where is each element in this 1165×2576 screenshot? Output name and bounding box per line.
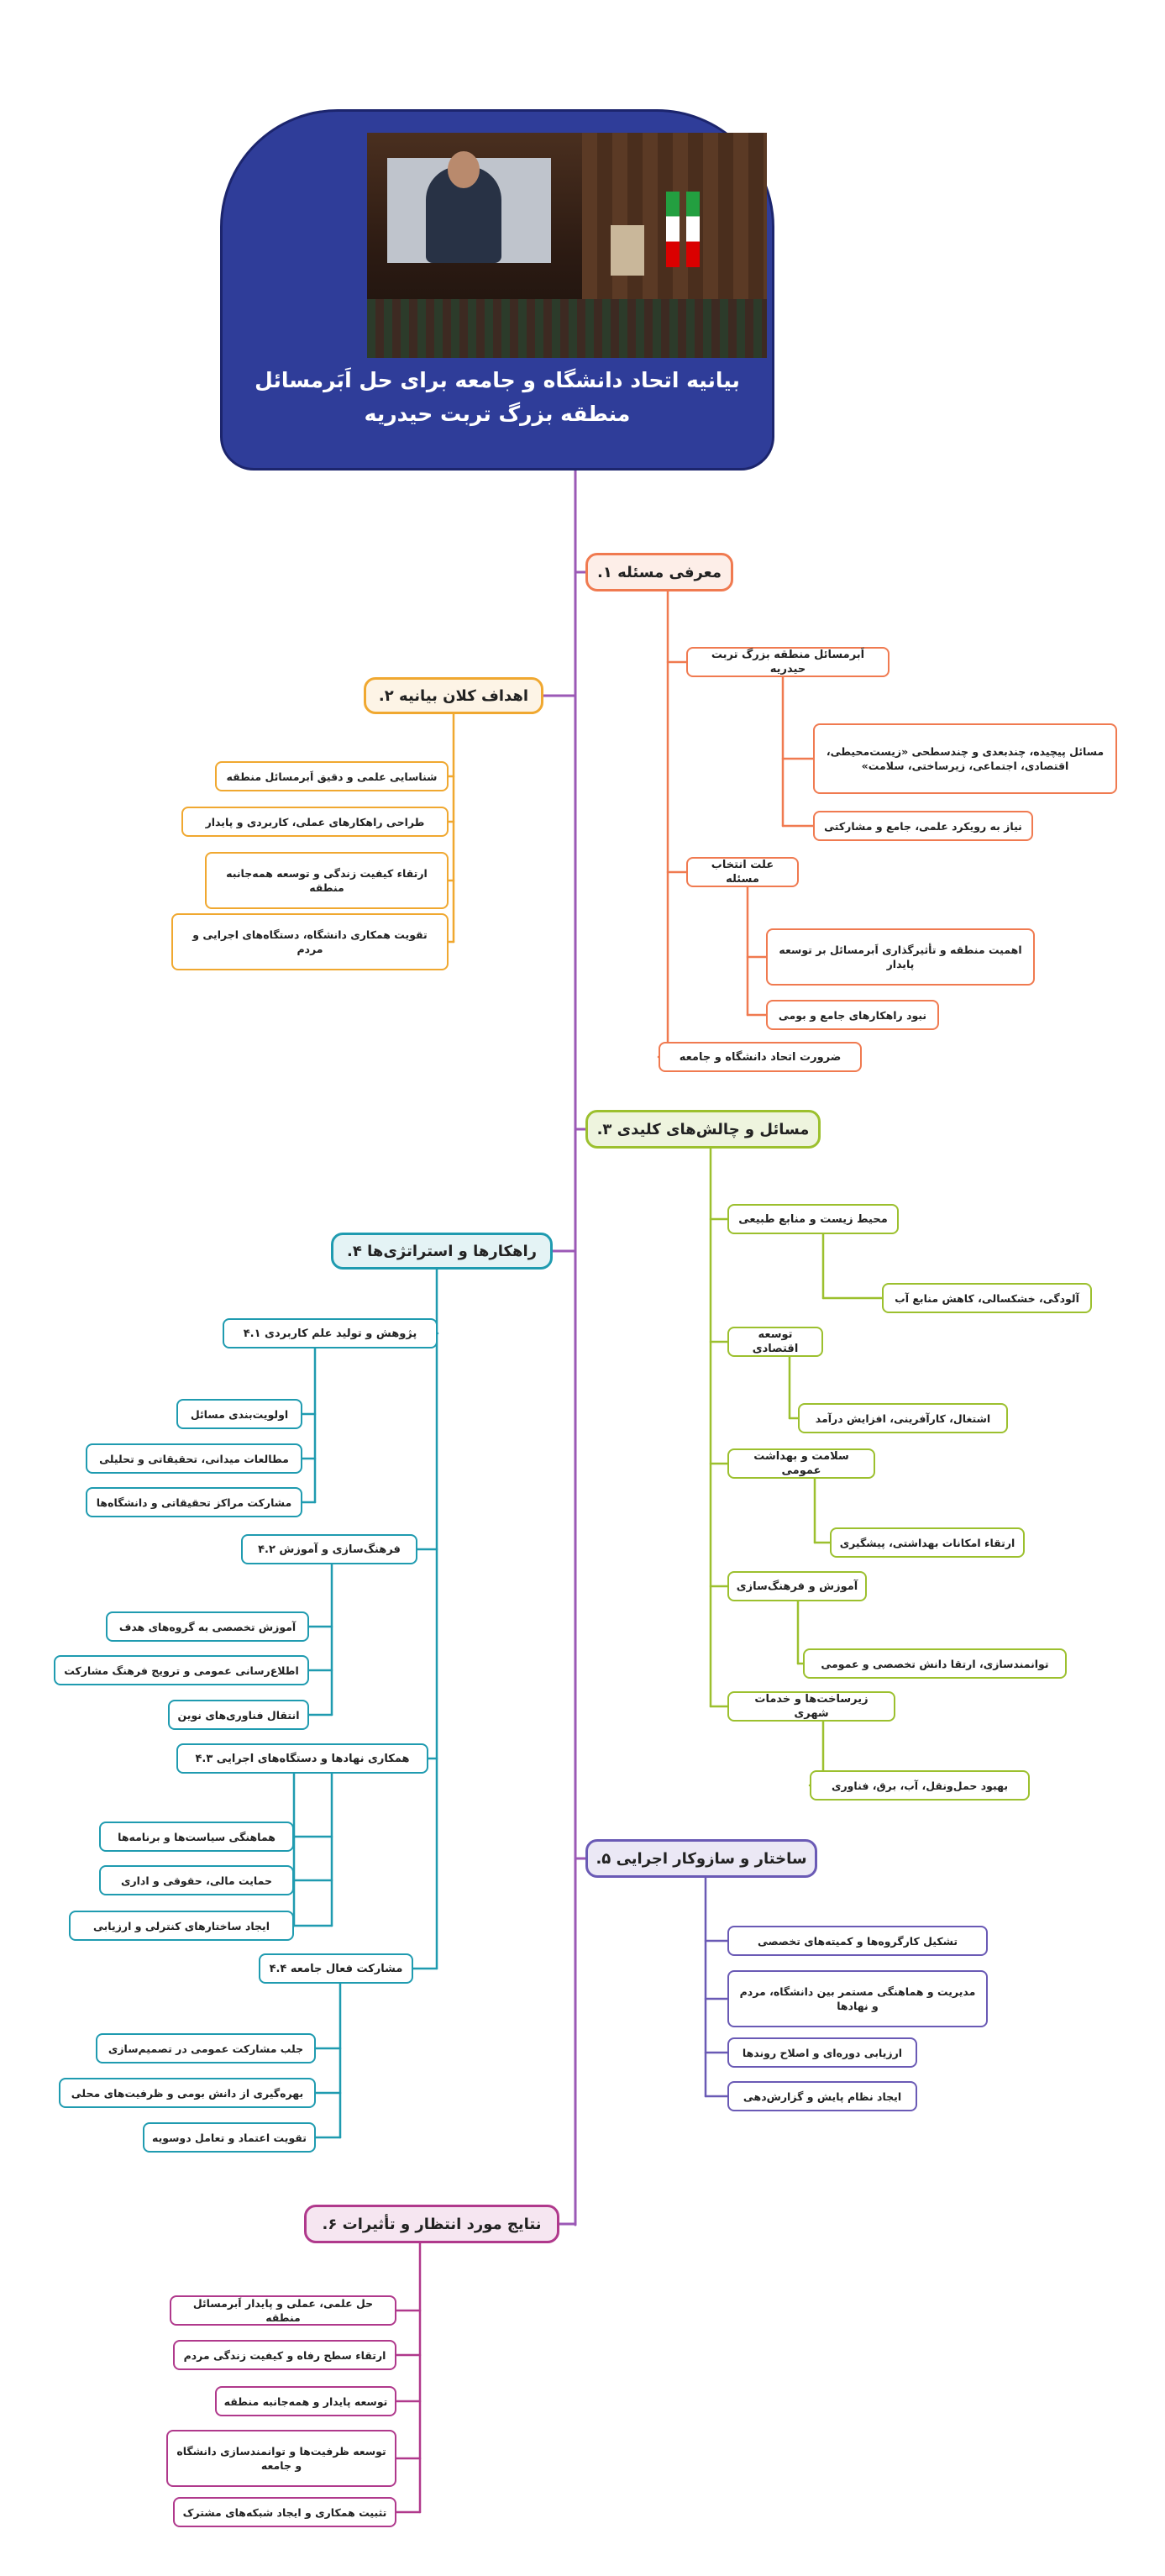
s1-group-2: علت انتخاب مسئله [686, 857, 799, 887]
s3-group-5: زیرساخت‌ها و خدمات شهری [727, 1691, 895, 1722]
s2-item-4: تقویت همکاری دانشگاه، دستگاه‌های اجرایی … [171, 913, 449, 970]
s6-item-3: توسعه پایدار و همه‌جانبه منطقه [215, 2386, 396, 2416]
s5-item-1: تشکیل کارگروه‌ها و کمیته‌های تخصصی [727, 1926, 988, 1956]
s3-group-3: سلامت و بهداشت عمومی [727, 1448, 875, 1479]
s4-group-4: مشارکت فعال جامعه ۴.۴ [259, 1953, 413, 1984]
s4-group-1-item-3: مشارکت مراکز تحقیقاتی و دانشگاه‌ها [86, 1487, 302, 1517]
s3-group-5-item: بهبود حمل‌ونقل، آب، برق، فناوری [810, 1770, 1030, 1801]
s5-item-2: مدیریت و هماهنگی مستمر بین دانشگاه، مردم… [727, 1970, 988, 2027]
s1-group-2-item-2: نبود راهکارهای جامع و بومی [766, 1000, 939, 1030]
s5-item-3: ارزیابی دوره‌ای و اصلاح روندها [727, 2037, 917, 2068]
s4-group-4-item-1: جلب مشارکت عمومی در تصمیم‌سازی [96, 2033, 316, 2063]
section-5-node: ساختار و سازوکار اجرایی ۵. [585, 1839, 817, 1878]
s4-group-2-item-2: اطلاع‌رسانی عمومی و ترویج فرهنگ مشارکت [54, 1655, 309, 1685]
section-2-node: اهداف کلان بیانیه ۲. [364, 677, 543, 714]
section-6-node: نتایج مورد انتظار و تأثیرات ۶. [304, 2205, 559, 2243]
s6-item-4: توسعه ظرفیت‌ها و توانمندسازی دانشگاه و ج… [166, 2430, 396, 2487]
s6-item-5: تثبیت همکاری و ایجاد شبکه‌های مشترک [173, 2497, 396, 2527]
section-4-node: راهکارها و استراتژی‌ها ۴. [331, 1233, 553, 1270]
s3-group-3-item: ارتقاء امکانات بهداشتی، پیشگیری [830, 1527, 1025, 1558]
s4-group-2-item-3: انتقال فناوری‌های نوین [168, 1700, 309, 1730]
s3-group-4: آموزش و فرهنگ‌سازی [727, 1571, 867, 1601]
s1-group-2-item-1: اهمیت منطقه و تأثیرگذاری اَبرمسائل بر تو… [766, 928, 1035, 986]
s3-group-2-item: اشتغال، کارآفرینی، افزایش درآمد [798, 1403, 1008, 1433]
s4-group-3: همکاری نهادها و دستگاه‌های اجرایی ۴.۳ [176, 1743, 428, 1774]
s4-group-3-item-3: ایجاد ساختارهای کنترلی و ارزیابی [69, 1911, 294, 1941]
s6-item-1: حل علمی، عملی و پایدار اَبرمسائل منطقه [170, 2295, 396, 2326]
s4-group-2-item-1: آموزش تخصصی به گروه‌های هدف [106, 1611, 309, 1642]
s1-group-1-item-2: نیاز به رویکرد علمی، جامع و مشارکتی [813, 811, 1033, 841]
s1-group-3: ضرورت اتحاد دانشگاه و جامعه [659, 1042, 862, 1072]
s2-item-1: شناسایی علمی و دقیق اَبرمسائل منطقه [215, 761, 449, 791]
s3-group-1: محیط زیست و منابع طبیعی [727, 1204, 899, 1234]
s4-group-1-item-1: اولویت‌بندی مسائل [176, 1399, 302, 1429]
s5-item-4: ایجاد نظام پایش و گزارش‌دهی [727, 2081, 917, 2111]
s3-group-1-item: آلودگی، خشکسالی، کاهش منابع آب [882, 1283, 1092, 1313]
s3-group-4-item: توانمندسازی، ارتقا دانش تخصصی و عمومی [803, 1648, 1067, 1679]
conference-photo [367, 133, 767, 358]
s2-item-3: ارتقاء کیفیت زندگی و توسعه همه‌جانبه منط… [205, 852, 449, 909]
section-1-node: معرفی مسئله ۱. [585, 553, 733, 591]
s4-group-4-item-3: تقویت اعتماد و تعامل دوسویه [143, 2122, 316, 2153]
s4-group-3-item-1: هماهنگی سیاست‌ها و برنامه‌ها [99, 1822, 294, 1852]
s4-group-1-item-2: مطالعات میدانی، تحقیقاتی و تحلیلی [86, 1443, 302, 1474]
s3-group-2: توسعه اقتصادی [727, 1327, 823, 1357]
page-title: بیانیه اتحاد دانشگاه و جامعه برای حل اَب… [223, 364, 772, 431]
s4-group-4-item-2: بهره‌گیری از دانش بومی و ظرفیت‌های محلی [59, 2078, 316, 2108]
s1-group-1: اَبرمسائل منطقه بزرگ تربت حیدریه [686, 647, 889, 677]
header-banner: بیانیه اتحاد دانشگاه و جامعه برای حل اَب… [220, 109, 774, 471]
section-3-node: مسائل و چالش‌های کلیدی ۳. [585, 1110, 821, 1149]
title-line-2: منطقه بزرگ تربت حیدریه [364, 402, 631, 426]
s6-item-2: ارتقاء سطح رفاه و کیفیت زندگی مردم [173, 2340, 396, 2370]
s1-group-1-item-1: مسائل پیچیده، چندبعدی و چندسطحی «زیست‌مح… [813, 723, 1117, 794]
s4-group-2: فرهنگ‌سازی و آموزش ۴.۲ [241, 1534, 417, 1564]
s4-group-1: پژوهش و تولید علم کاربردی ۴.۱ [223, 1318, 438, 1348]
s4-group-3-item-2: حمایت مالی، حقوقی و اداری [99, 1865, 294, 1895]
s2-item-2: طراحی راهکارهای عملی، کاربردی و پایدار [181, 807, 449, 837]
title-line-1: بیانیه اتحاد دانشگاه و جامعه برای حل اَب… [255, 368, 740, 392]
